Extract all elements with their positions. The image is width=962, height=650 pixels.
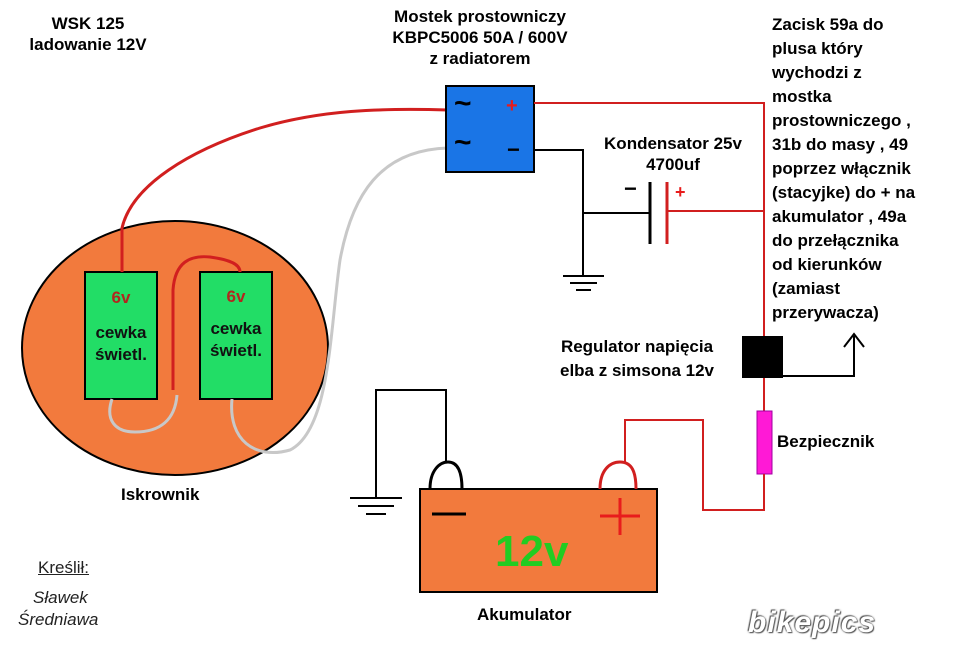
battery-label: Akumulator	[477, 605, 572, 624]
bridge-label: Mostek prostowniczy KBPC5006 50A / 600V …	[350, 6, 610, 69]
battery-body	[419, 488, 658, 593]
coil-left-voltage: 6v	[111, 288, 131, 307]
title-line2: ladowanie 12V	[29, 35, 147, 54]
wiring-note: Zacisk 59a do plusa który wychodzi z mos…	[772, 15, 916, 322]
bridge-ac2: ~	[454, 126, 472, 159]
wire-ac-red	[120, 107, 449, 272]
author-line1: Sławek	[33, 588, 88, 607]
wire-ac-grey	[230, 146, 449, 455]
magneto-label: Iskrownik	[121, 485, 200, 504]
title-line1: WSK 125	[51, 14, 125, 33]
bridge-rectifier	[445, 85, 535, 173]
battery-terminal-neg	[428, 460, 464, 490]
author-heading: Kreślił:	[38, 558, 90, 577]
coil-right-line2: świetl.	[210, 341, 262, 360]
capacitor-plus: +	[675, 182, 686, 202]
arrow-head	[843, 332, 865, 348]
wire-battery-ground	[375, 389, 447, 498]
coil-left-line2: świetl.	[95, 345, 147, 364]
fuse-label: Bezpiecznik	[777, 432, 875, 451]
coil-left-label: cewka świetl.	[86, 322, 156, 366]
battery-terminal-pos	[598, 460, 638, 490]
bridge-label-line3: z radiatorem	[429, 49, 531, 68]
ground-symbol-battery	[350, 497, 402, 515]
battery-voltage: 12v	[495, 527, 569, 576]
capacitor-label-line2: 4700uf	[646, 155, 700, 174]
bridge-minus: −	[507, 137, 520, 162]
wire-fuse-battery	[624, 419, 765, 511]
diagram-title: WSK 125 ladowanie 12V	[18, 13, 158, 55]
magneto-disk	[21, 220, 329, 476]
watermark-logo: bikepics	[748, 606, 877, 639]
bridge-label-line2: KBPC5006 50A / 600V	[392, 28, 568, 47]
wire-coil-jumper	[171, 255, 242, 390]
bridge-ac1: ~	[454, 87, 472, 120]
wire-regulator-output	[783, 336, 855, 377]
regulator-label-line2: elba z simsona 12v	[559, 361, 715, 380]
regulator-label: Regulator napięcia elba z simsona 12v	[537, 335, 737, 383]
wire-bridge-ground	[534, 149, 584, 276]
capacitor-minus: −	[624, 176, 637, 201]
capacitor-label: Kondensator 25v 4700uf	[583, 133, 763, 175]
coil-right	[199, 271, 273, 400]
bridge-plus: +	[506, 95, 518, 117]
wire-coil-left-bottom	[108, 394, 179, 434]
author-line2: Średniawa	[18, 610, 99, 629]
fuse	[756, 410, 773, 475]
coil-right-voltage: 6v	[226, 287, 246, 306]
coil-left-line1: cewka	[95, 323, 147, 342]
ground-symbol-top	[563, 275, 604, 291]
coil-right-label: cewka świetl.	[201, 318, 271, 362]
bridge-label-line1: Mostek prostowniczy	[394, 7, 566, 26]
capacitor-label-line1: Kondensator 25v	[604, 134, 742, 153]
wire-positive-rail	[534, 102, 765, 336]
regulator-block	[742, 336, 783, 378]
coil-right-line1: cewka	[210, 319, 262, 338]
regulator-label-line1: Regulator napięcia	[560, 337, 714, 356]
coil-left	[84, 271, 158, 400]
